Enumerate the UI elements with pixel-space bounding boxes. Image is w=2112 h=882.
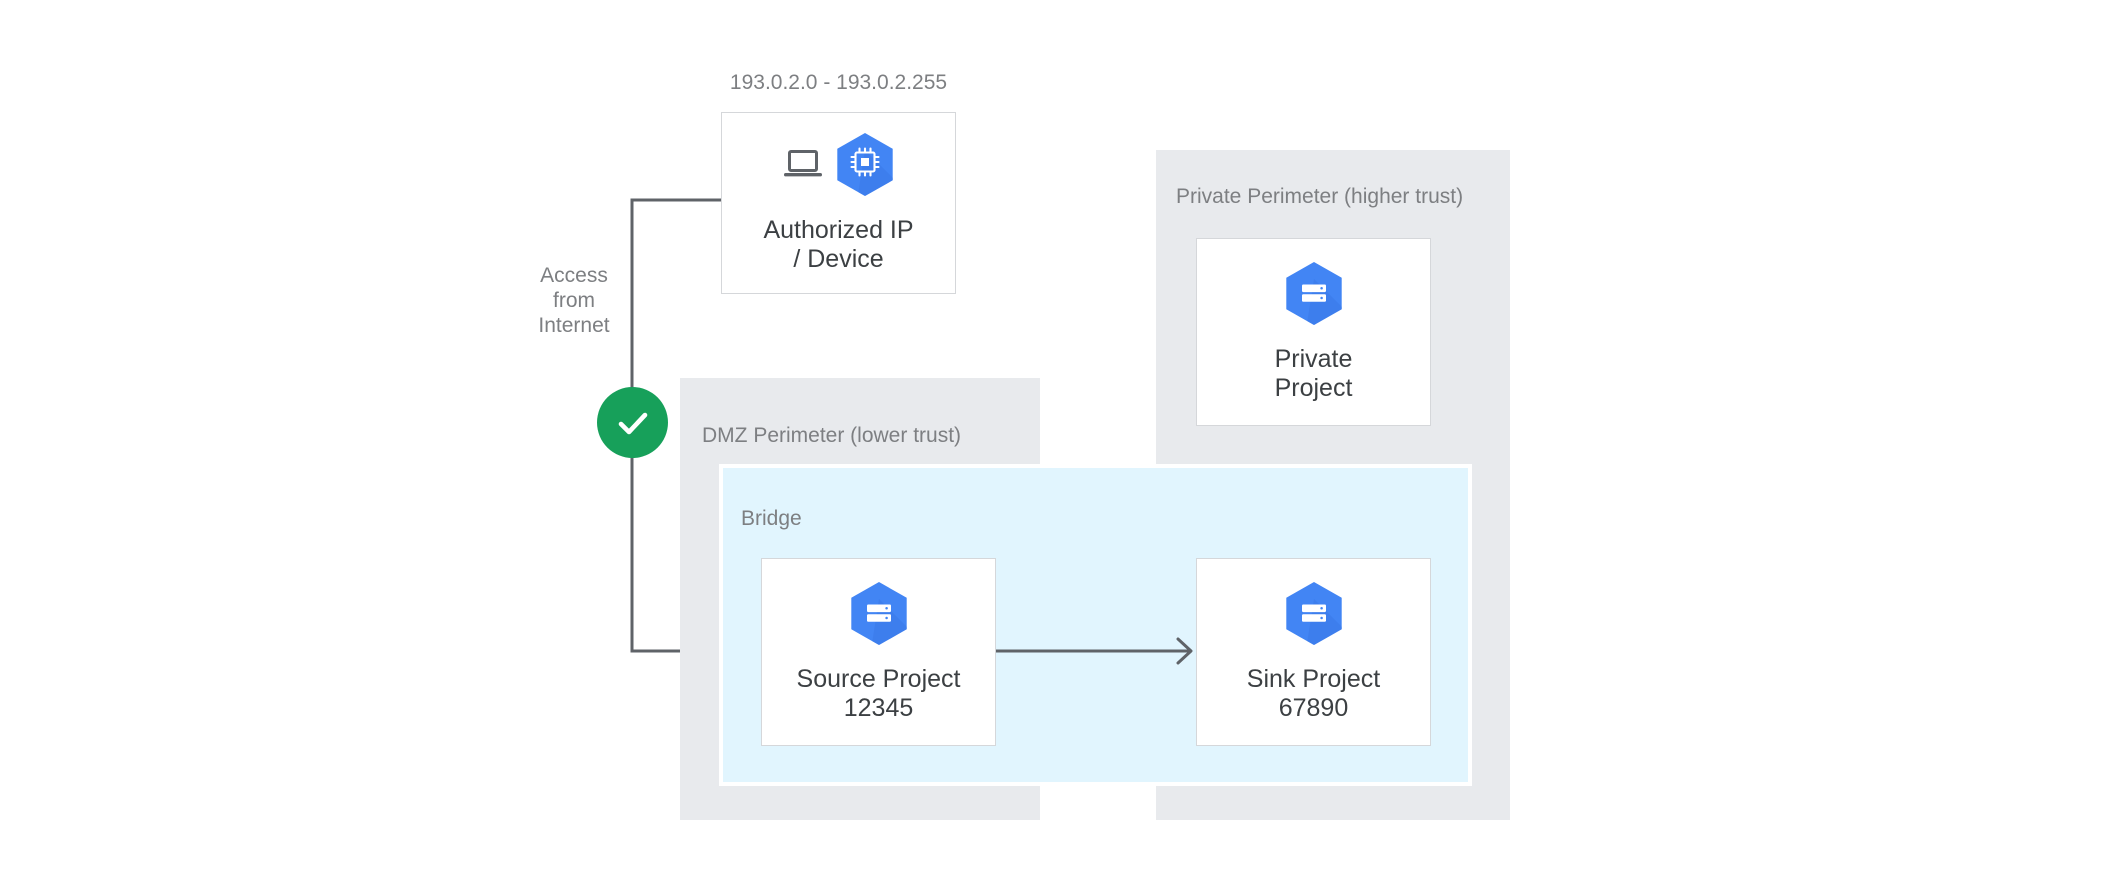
node-source-project[interactable]: Source Project 12345: [761, 558, 996, 746]
gcp-project-hexagon-icon: [1285, 262, 1342, 325]
bridge-label: Bridge: [741, 507, 802, 530]
node-sink-project-label: Sink Project 67890: [1246, 665, 1381, 722]
gcp-chip-hexagon-icon: [836, 133, 893, 196]
node-sink-project[interactable]: Sink Project 67890: [1196, 558, 1431, 746]
dmz-perimeter-label: DMZ Perimeter (lower trust): [702, 424, 962, 447]
laptop-icon: [783, 150, 822, 177]
ip-range-label: 193.0.2.0 - 193.0.2.255: [729, 71, 948, 94]
node-private-project-label: Private Project: [1274, 345, 1353, 402]
gcp-project-hexagon-icon: [850, 582, 907, 645]
gcp-project-hexagon-icon: [1285, 582, 1342, 645]
check-icon: [618, 412, 647, 434]
access-allowed-badge: [597, 387, 668, 458]
node-source-project-icons: [850, 581, 908, 645]
node-sink-project-icons: [1285, 581, 1343, 645]
node-private-project-icons: [1285, 261, 1343, 325]
private-perimeter-label: Private Perimeter (higher trust): [1176, 185, 1464, 208]
node-source-project-label: Source Project 12345: [796, 665, 961, 722]
node-authorized-ip-device[interactable]: Authorized IP / Device: [721, 112, 956, 294]
node-authorized-ip-device-label: Authorized IP / Device: [763, 216, 914, 273]
access-from-internet-label: Access from Internet: [538, 264, 610, 337]
node-authorized-icons: [783, 132, 894, 196]
node-private-project[interactable]: Private Project: [1196, 238, 1431, 426]
